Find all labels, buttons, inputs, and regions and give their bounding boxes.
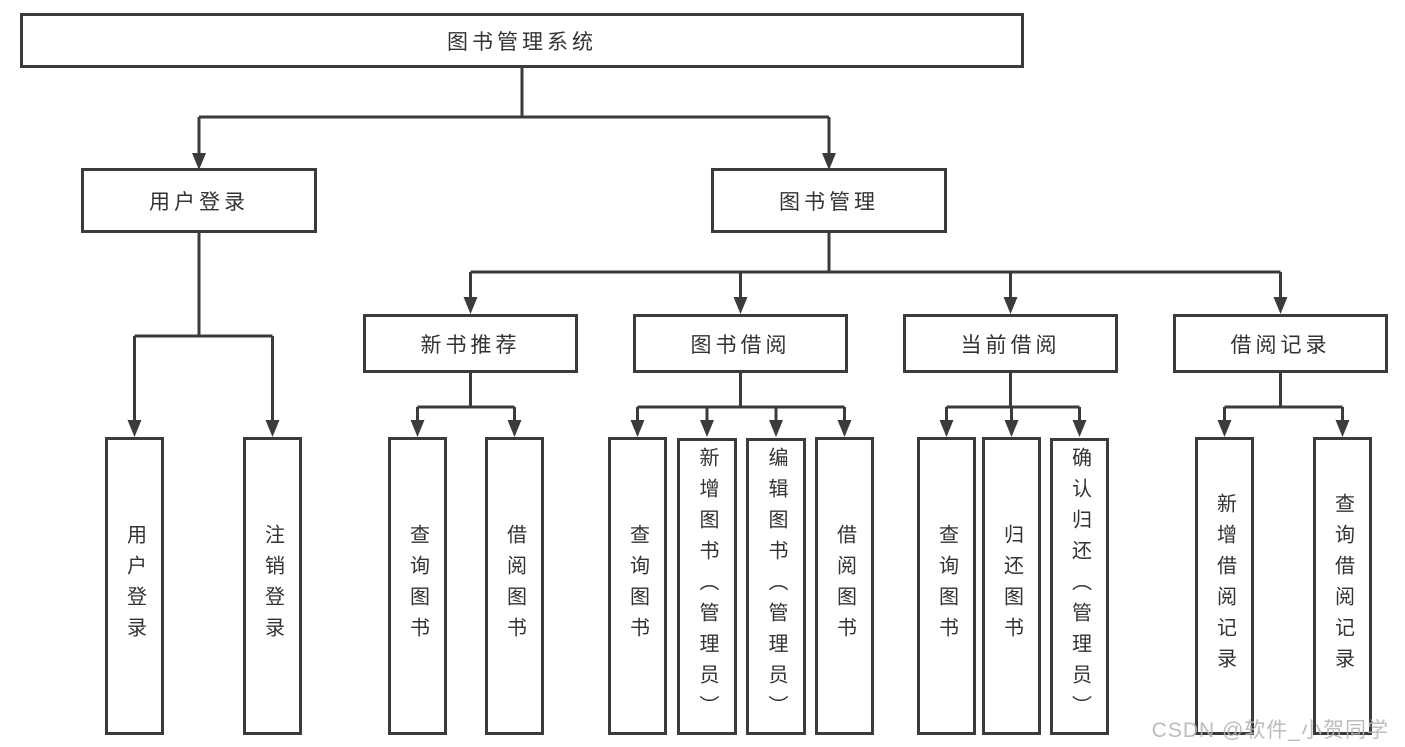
leaf-add-borrow-record: 新增借阅记录 [1195, 437, 1254, 735]
leaf-borrow-books: 借阅图书 [815, 437, 874, 735]
leaf-confirm-return-admin: 确认归还（管理员） [1050, 438, 1109, 735]
leaf-user-login: 用户登录 [105, 437, 164, 735]
leaf-return-books: 归还图书 [982, 437, 1041, 735]
node-current-borrow: 当前借阅 [903, 314, 1118, 373]
leaf-query-books-current: 查询图书 [917, 437, 976, 735]
node-book-borrow: 图书借阅 [633, 314, 848, 373]
leaf-query-books-borrow: 查询图书 [608, 437, 667, 735]
csdn-watermark: CSDN @软件_小贺同学 [1151, 719, 1389, 742]
leaf-logout: 注销登录 [243, 437, 302, 735]
leaf-query-books-recommend: 查询图书 [388, 437, 447, 735]
node-root-library-system: 图书管理系统 [20, 13, 1024, 68]
node-new-book-recommend: 新书推荐 [363, 314, 578, 373]
node-borrow-records: 借阅记录 [1173, 314, 1388, 373]
leaf-query-borrow-record: 查询借阅记录 [1313, 437, 1372, 735]
leaf-edit-books-admin: 编辑图书（管理员） [746, 438, 806, 735]
leaf-borrow-books-recommend: 借阅图书 [485, 437, 544, 735]
leaf-add-books-admin: 新增图书（管理员） [677, 438, 737, 735]
node-book-management: 图书管理 [711, 168, 947, 233]
node-user-login: 用户登录 [81, 168, 317, 233]
